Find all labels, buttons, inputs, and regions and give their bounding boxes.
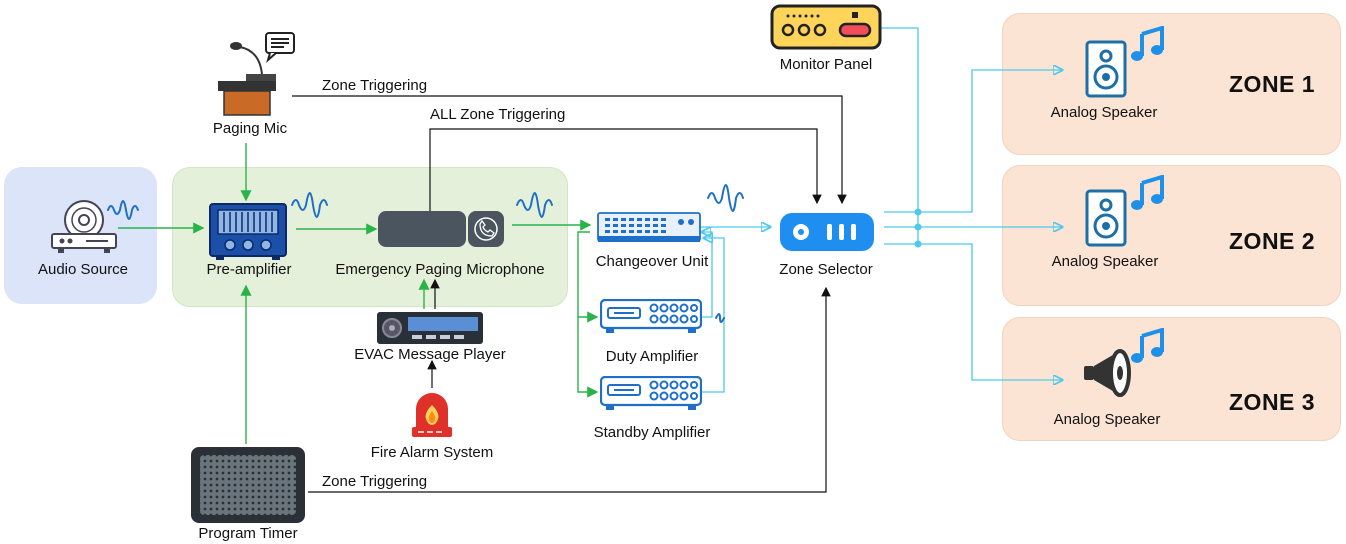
duty-return-line bbox=[702, 232, 713, 318]
pre-amplifier-label: Pre-amplifier bbox=[206, 261, 292, 278]
bookshelf-speaker-icon bbox=[1085, 26, 1164, 98]
monitor-panel-label: Monitor Panel bbox=[779, 56, 873, 73]
changeover-unit-icon bbox=[597, 212, 701, 242]
all-zone-triggering-label: ALL Zone Triggering bbox=[430, 106, 566, 123]
wave-icon bbox=[715, 313, 725, 323]
pre-amplifier-icon bbox=[209, 203, 287, 260]
bookshelf-speaker-icon bbox=[1085, 175, 1164, 247]
fire-alarm-icon bbox=[412, 393, 452, 437]
zone-3-speaker-label: Analog Speaker bbox=[1053, 411, 1161, 428]
zone-selector-icon bbox=[780, 213, 874, 251]
duty-amplifier-icon bbox=[600, 299, 702, 333]
wave-icon bbox=[516, 192, 553, 218]
program-timer-icon bbox=[191, 447, 305, 523]
zone-1-line bbox=[884, 70, 1062, 213]
standby-amplifier-label: Standby Amplifier bbox=[593, 424, 711, 441]
wave-icon bbox=[291, 192, 328, 218]
changeover-to-duty-line bbox=[577, 231, 599, 323]
zone-triggering-bottom-label: Zone Triggering bbox=[322, 473, 428, 490]
monitor-panel-line bbox=[881, 27, 919, 244]
zone-triggering-bottom-line bbox=[308, 286, 831, 493]
zone-triggering-top-line bbox=[292, 95, 847, 205]
zone-3-title: ZONE 3 bbox=[1229, 389, 1316, 415]
wave-icon bbox=[707, 184, 744, 212]
paging-mic-icon bbox=[218, 32, 295, 116]
emergency-microphone-label: Emergency Paging Microphone bbox=[335, 261, 545, 278]
zone-2-panel bbox=[1002, 165, 1341, 306]
zone-3-line bbox=[884, 243, 1062, 380]
zone-1-panel bbox=[1002, 13, 1341, 155]
zone-triggering-top-label: Zone Triggering bbox=[322, 77, 428, 94]
zone-2-speaker-label: Analog Speaker bbox=[1051, 253, 1159, 270]
horn-speaker-icon bbox=[1084, 328, 1164, 397]
audio-source-label: Audio Source bbox=[37, 261, 129, 278]
fire-alarm-label: Fire Alarm System bbox=[370, 444, 494, 461]
audio-source-icon bbox=[51, 200, 117, 253]
program-timer-label: Program Timer bbox=[198, 525, 298, 542]
emergency-microphone-icon bbox=[378, 211, 504, 247]
zone-1-title: ZONE 1 bbox=[1229, 71, 1316, 97]
monitor-panel-icon bbox=[770, 4, 882, 50]
evac-player-icon bbox=[377, 312, 483, 344]
changeover-to-standby-line bbox=[577, 317, 599, 398]
standby-return-line bbox=[702, 238, 725, 393]
zone-2-title: ZONE 2 bbox=[1229, 228, 1316, 254]
all-zone-triggering-line bbox=[429, 128, 822, 211]
changeover-unit-label: Changeover Unit bbox=[595, 253, 709, 270]
evac-player-label: EVAC Message Player bbox=[354, 346, 506, 363]
wave-icon bbox=[107, 200, 139, 220]
duty-amplifier-label: Duty Amplifier bbox=[605, 348, 699, 365]
paging-mic-label: Paging Mic bbox=[212, 120, 288, 137]
zone-selector-label: Zone Selector bbox=[779, 261, 873, 278]
standby-amplifier-icon bbox=[600, 376, 702, 410]
zone-1-speaker-label: Analog Speaker bbox=[1050, 104, 1158, 121]
